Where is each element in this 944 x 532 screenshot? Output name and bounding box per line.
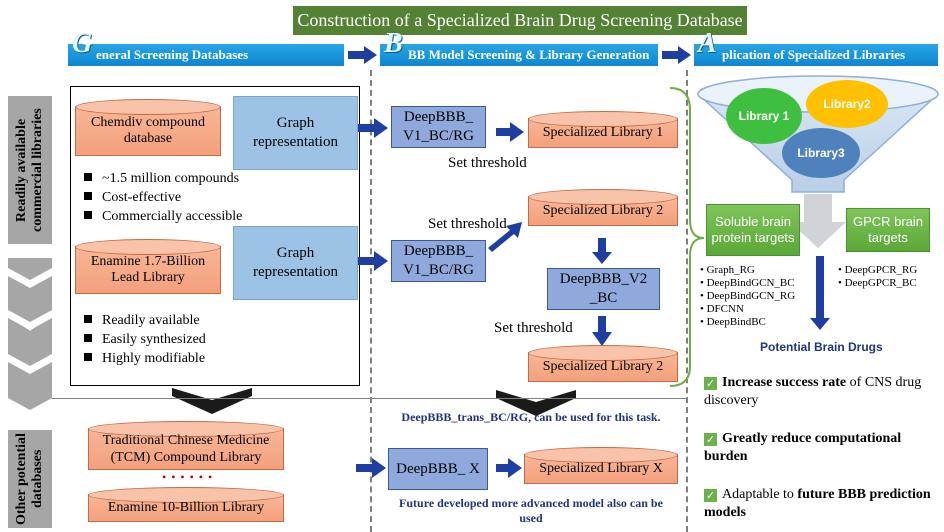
enamine-label: Enamine 1.7-Billion Lead Library: [90, 254, 206, 285]
soluble-model-item: • DeepBindGCN_RG: [700, 290, 796, 302]
enamine-cylinder: Enamine 1.7-Billion Lead Library: [75, 239, 221, 294]
tcm-cylinder: Traditional Chinese Medicine (TCM) Compo…: [88, 421, 284, 470]
enamine10-label: Enamine 10-Billion Library: [107, 500, 265, 515]
soluble-model-item: • DeepBindGCN_BC: [700, 277, 795, 289]
model-deepbbb-v1-1: DeepBBB_ V1_BC/RG: [391, 106, 486, 148]
soluble-model-list: • Graph_RG • DeepBindGCN_BC • DeepBindGC…: [700, 264, 795, 329]
library2-bubble: Library2: [806, 80, 888, 128]
benefit-1: ✓Increase success rate of CNS drug disco…: [704, 375, 922, 408]
header-arrow-2: [662, 46, 691, 64]
arrow-graph2-to-model2: [358, 251, 388, 271]
chevron-down-middle: [496, 390, 576, 416]
chemdiv-bullet-1: ~1.5 million compounds: [84, 171, 239, 187]
chemdiv-label: Chemdiv compound database: [91, 115, 205, 146]
arrow-model1-to-lib1: [496, 122, 524, 142]
threshold-label-3: Set threshold: [494, 320, 573, 336]
header-application-label: plication of Specialized Libraries: [722, 47, 906, 62]
check-icon: ✓: [704, 489, 717, 502]
graph-representation-2: Graph representation: [233, 226, 358, 300]
header-bbb-label: BB Model Screening & Library Generation: [408, 47, 650, 62]
soluble-targets-box: Soluble brain protein targets: [706, 204, 800, 256]
arrow-v2-to-lib2b: [592, 316, 612, 346]
soluble-model-item: • Graph_RG: [700, 264, 755, 276]
model-deepbbb-x: DeepBBB_ X: [388, 448, 488, 490]
chemdiv-bullet-3: Commercially accessible: [84, 209, 242, 225]
header-bbb-cap: B: [384, 28, 403, 59]
arrow-modelx-to-libx: [496, 458, 522, 478]
threshold-label-1: Set threshold: [448, 155, 527, 171]
enamine-bullet-1: Readily available: [84, 313, 200, 329]
header-application: A plication of Specialized Libraries: [694, 30, 938, 66]
check-icon: ✓: [704, 377, 717, 390]
potential-brain-drugs: Potential Brain Drugs: [760, 340, 883, 354]
more-dots: • • • • • •: [162, 470, 214, 484]
benefit-3: ✓Adaptable to future BBB prediction mode…: [704, 487, 931, 520]
trans-model-note: DeepBBB_trans_BC/RG, can be used for thi…: [401, 410, 661, 424]
chemdiv-bullet-2: Cost-effective: [84, 190, 181, 206]
gpcr-model-item: • DeepGPCR_BC: [838, 277, 917, 289]
enamine-bullet-2: Easily synthesized: [84, 332, 206, 348]
model-deepbbb-v1-2: DeepBBB_ V1_BC/RG: [391, 240, 486, 282]
divider-line: [52, 398, 688, 399]
gpcr-model-list: • DeepGPCR_RG • DeepGPCR_BC: [838, 264, 917, 290]
sidebar-other-label: Other potential databases: [8, 430, 52, 528]
gpcr-model-item: • DeepGPCR_RG: [838, 264, 918, 276]
header-arrow-1: [348, 46, 377, 64]
gpcr-targets-box: GPCR brain targets: [846, 208, 930, 252]
header-application-cap: A: [698, 28, 717, 59]
sidebar-chevrons: [8, 258, 52, 410]
chevron-down-left: [172, 388, 252, 414]
arrow-graph1-to-model1: [358, 118, 388, 138]
separator-1: [370, 70, 372, 532]
specialized-library-1: Specialized Library 1: [528, 111, 678, 148]
benefit-2: ✓Greatly reduce computational burden: [704, 431, 902, 464]
separator-2: [686, 70, 688, 532]
soluble-model-item: • DFCNN: [700, 303, 744, 315]
enamine-bullet-3: Highly modifiable: [84, 351, 205, 367]
arrow-funnel-down: [810, 256, 830, 330]
chemdiv-cylinder: Chemdiv compound database: [75, 99, 221, 156]
model-deepbbb-v2: DeepBBB_V2 _BC: [547, 268, 660, 310]
header-general: G eneral Screening Databases: [68, 30, 344, 66]
arrow-lib2-to-v2: [592, 238, 612, 264]
graph-representation-1: Graph representation: [233, 96, 358, 170]
check-icon: ✓: [704, 433, 717, 446]
page-title: Construction of a Specialized Brain Drug…: [293, 6, 747, 35]
header-general-cap: G: [72, 28, 93, 59]
specialized-library-x: Specialized Library X: [524, 447, 678, 484]
future-model-note: Future developed more advanced model als…: [399, 496, 663, 525]
specialized-library-2b: Specialized Library 2: [528, 345, 678, 382]
soluble-model-item: • DeepBindBC: [700, 316, 766, 328]
header-general-label: eneral Screening Databases: [96, 47, 249, 62]
library3-bubble: Library3: [782, 128, 860, 178]
sidebar-readily-label: Readily available commercial libraries: [8, 96, 52, 244]
enamine10-cylinder: Enamine 10-Billion Library: [88, 487, 284, 522]
header-bbb: B BB Model Screening & Library Generatio…: [380, 30, 658, 66]
threshold-label-2: Set threshold: [428, 216, 507, 232]
specialized-library-2a: Specialized Library 2: [528, 189, 678, 226]
library1-bubble: Library 1: [726, 88, 802, 144]
tcm-label: Traditional Chinese Medicine (TCM) Compo…: [102, 433, 270, 465]
